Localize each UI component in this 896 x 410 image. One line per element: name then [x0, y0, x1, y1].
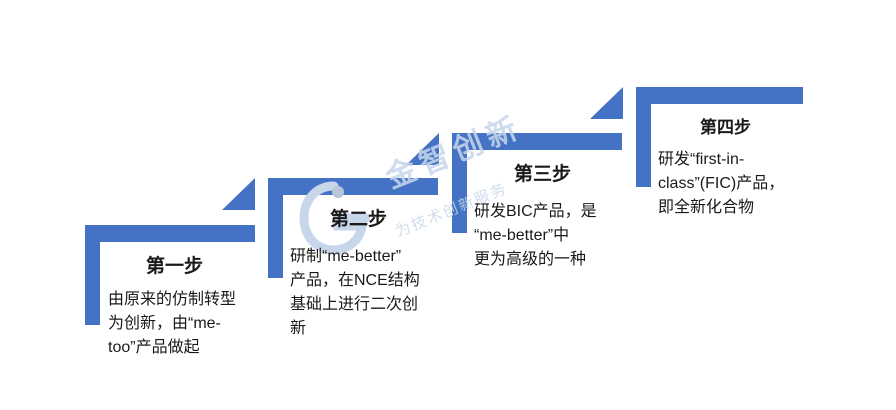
step3-top-bar [452, 133, 622, 150]
step2-line: 研制“me-better” [290, 248, 402, 265]
step3-line: “me-better”中 [474, 227, 570, 244]
step1-line: too”产品做起 [108, 339, 200, 356]
step3-left-bar [452, 133, 467, 233]
step1-title: 第一步 [146, 256, 204, 277]
step2-line: 基础上进行二次创 [290, 296, 419, 313]
step4-description: 研发“first-in- class”(FIC)产品， 即全新化合物 [658, 148, 784, 220]
step2-left-bar [268, 178, 283, 278]
step2-arrow-tip [406, 133, 439, 165]
step4-line: 即全新化合物 [658, 199, 755, 216]
step2-description: 研制“me-better” 产品，在NCE结构 基础上进行二次创 新 [290, 245, 420, 341]
step2-title: 第二步 [330, 209, 388, 230]
step1-line: 为创新，由“me- [108, 315, 221, 332]
step4-line: 研发“first-in- [658, 151, 745, 168]
step4-top-bar [636, 87, 803, 104]
step1-left-bar [85, 225, 100, 325]
step4-line: class”(FIC)产品， [658, 175, 785, 192]
step3-arrow-tip [590, 87, 623, 119]
step3-description: 研发BIC产品，是 “me-better”中 更为高级的一种 [474, 200, 597, 272]
step3-line: 研发BIC产品，是 [474, 203, 597, 220]
step1-line: 由原来的仿制转型 [108, 291, 237, 308]
step1-top-bar [85, 225, 255, 242]
step4-title: 第四步 [700, 118, 751, 137]
step2-line: 新 [290, 320, 307, 337]
step2-line: 产品，在NCE结构 [290, 272, 420, 289]
watermark-logo-icon [299, 181, 370, 255]
step1-description: 由原来的仿制转型 为创新，由“me- too”产品做起 [108, 288, 236, 360]
step1-arrow-tip [222, 178, 255, 210]
step4-left-bar [636, 87, 651, 187]
step3-title: 第三步 [514, 164, 572, 185]
step3-line: 更为高级的一种 [474, 251, 587, 268]
